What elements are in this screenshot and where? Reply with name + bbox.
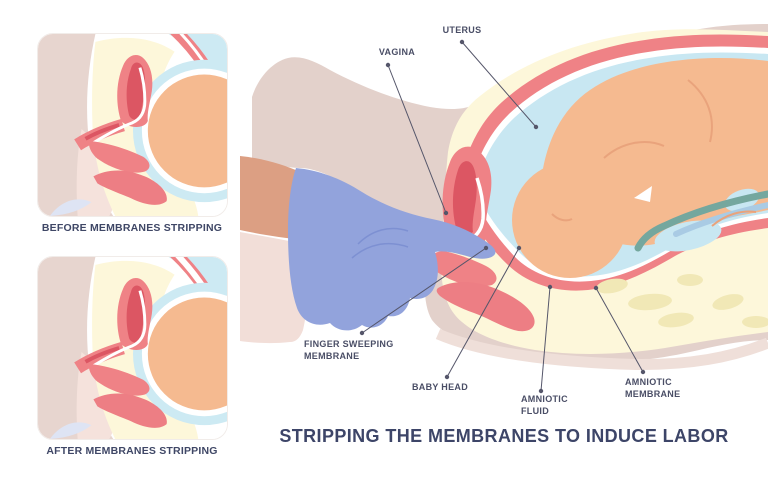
pointer-line-baby-head xyxy=(444,245,522,380)
cervix xyxy=(415,146,497,287)
label-amniotic-membrane: AMNIOTIC MEMBRANE xyxy=(625,377,681,399)
pointer-line-amniotic-fluid xyxy=(538,284,553,394)
label-amniotic-fluid: AMNIOTIC FLUID xyxy=(521,394,568,416)
pointer-line-uterus xyxy=(459,39,539,130)
label-finger-sweeping-membrane: FINGER SWEEPING MEMBRANE xyxy=(304,339,394,361)
label-baby-head: BABY HEAD xyxy=(411,382,469,392)
after-panel xyxy=(37,256,228,440)
pointer-line-amniotic-membrane xyxy=(593,285,646,375)
gloved-hand xyxy=(288,168,496,331)
label-uterus: UTERUS xyxy=(442,25,482,35)
after-illustration xyxy=(38,257,227,439)
page-title: STRIPPING THE MEMBRANES TO INDUCE LABOR xyxy=(279,426,729,446)
fat-tissue xyxy=(596,274,768,328)
before-caption: BEFORE MEMBRANES STRIPPING xyxy=(41,222,223,234)
after-caption: AFTER MEMBRANES STRIPPING xyxy=(46,445,218,457)
umbilical-cord xyxy=(634,190,768,252)
before-panel xyxy=(37,33,228,217)
pointer-line-vagina xyxy=(385,62,449,216)
rectum xyxy=(436,282,535,332)
label-vagina: VAGINA xyxy=(378,47,416,57)
pointer-line-finger xyxy=(359,245,489,336)
main-illustration xyxy=(240,24,768,394)
before-illustration xyxy=(38,34,227,216)
